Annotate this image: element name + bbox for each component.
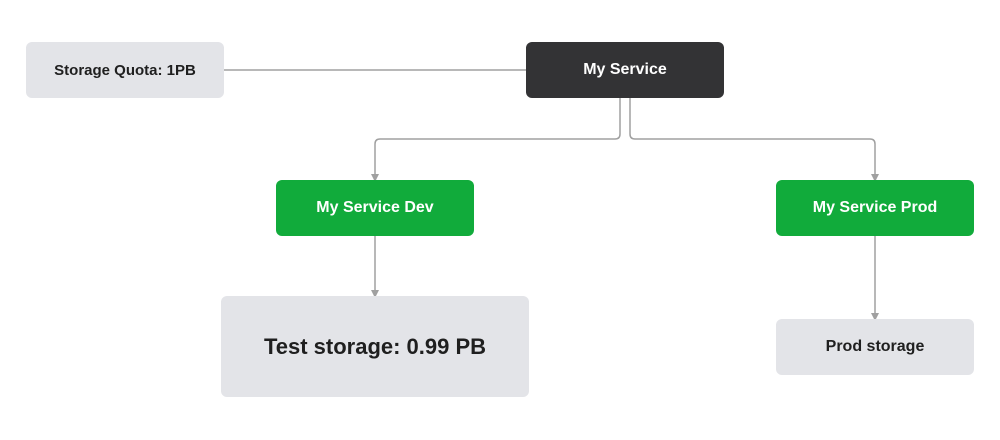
node-storage-quota[interactable]: Storage Quota: 1PB [26, 42, 224, 98]
node-label: Storage Quota: 1PB [54, 61, 196, 79]
node-my-service-prod[interactable]: My Service Prod [776, 180, 974, 236]
node-label: Test storage: 0.99 PB [263, 333, 487, 359]
node-label: My Service [583, 61, 667, 78]
node-prod-storage[interactable]: Prod storage [776, 319, 974, 375]
edge-service-prod [629, 98, 879, 182]
node-label: Prod storage [825, 338, 925, 355]
node-my-service[interactable]: My Service [526, 42, 724, 98]
node-label: My Service Dev [316, 199, 434, 216]
node-label: My Service Prod [812, 199, 938, 216]
edge-service-dev [371, 98, 621, 182]
node-my-service-dev[interactable]: My Service Dev [276, 180, 474, 236]
node-test-storage[interactable]: Test storage: 0.99 PB [221, 296, 529, 397]
